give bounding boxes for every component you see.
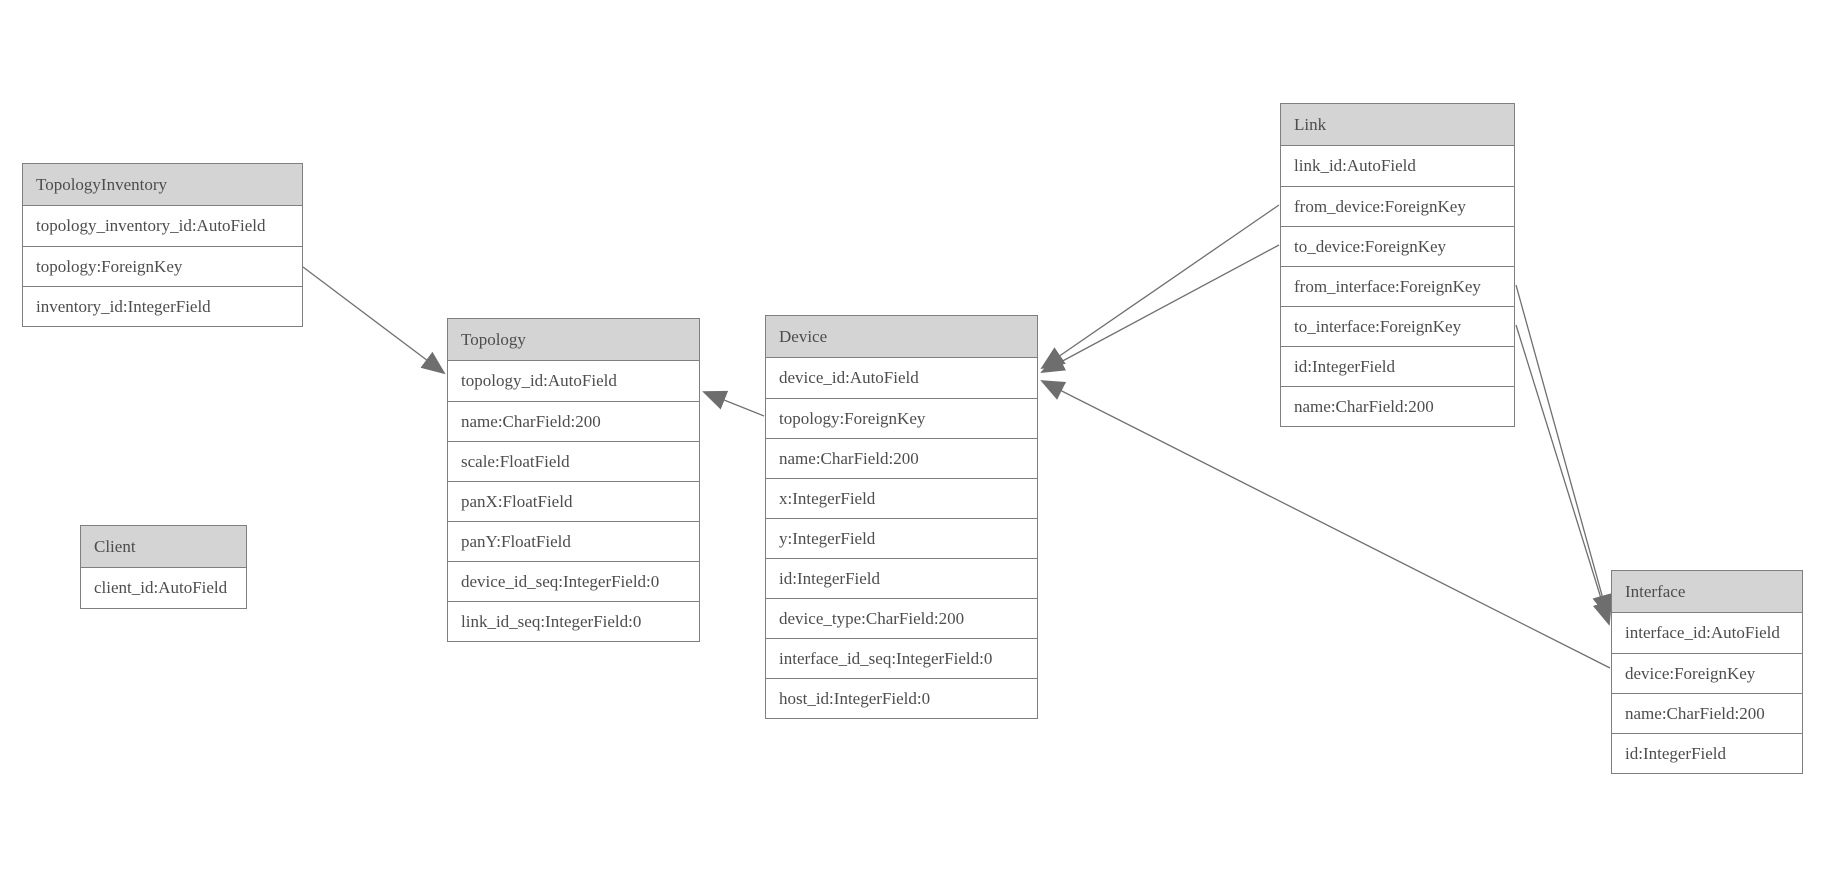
field-row: device_type:CharField:200: [766, 598, 1037, 638]
field-row: y:IntegerField: [766, 518, 1037, 558]
field-row: device_id:AutoField: [766, 358, 1037, 398]
entity-table-interface[interactable]: Interface interface_id:AutoField device:…: [1611, 570, 1803, 774]
field-row: host_id:IntegerField:0: [766, 678, 1037, 718]
field-row: name:CharField:200: [448, 401, 699, 441]
field-row: topology:ForeignKey: [766, 398, 1037, 438]
field-row: topology:ForeignKey: [23, 246, 302, 286]
field-row: x:IntegerField: [766, 478, 1037, 518]
field-row: interface_id:AutoField: [1612, 613, 1802, 653]
field-row: from_interface:ForeignKey: [1281, 266, 1514, 306]
table-title: TopologyInventory: [23, 164, 302, 206]
entity-table-topology[interactable]: Topology topology_id:AutoField name:Char…: [447, 318, 700, 642]
table-title: Topology: [448, 319, 699, 361]
field-row: link_id:AutoField: [1281, 146, 1514, 186]
field-row: from_device:ForeignKey: [1281, 186, 1514, 226]
edge-interface-device-to-device: [1040, 380, 1611, 669]
entity-table-client[interactable]: Client client_id:AutoField: [80, 525, 247, 609]
field-row: name:CharField:200: [1612, 693, 1802, 733]
field-row: id:IntegerField: [1281, 346, 1514, 386]
field-row: interface_id_seq:IntegerField:0: [766, 638, 1037, 678]
field-row: to_device:ForeignKey: [1281, 226, 1514, 266]
edge-link-tointerface-to-interface: [1515, 324, 1613, 626]
table-title: Interface: [1612, 571, 1802, 613]
edge-device-to-topology: [702, 390, 765, 417]
field-row: panX:FloatField: [448, 481, 699, 521]
field-row: to_interface:ForeignKey: [1281, 306, 1514, 346]
field-row: name:CharField:200: [1281, 386, 1514, 426]
edge-topologyinventory-to-topology: [302, 266, 446, 375]
field-row: client_id:AutoField: [81, 568, 246, 608]
field-row: link_id_seq:IntegerField:0: [448, 601, 699, 641]
field-row: device:ForeignKey: [1612, 653, 1802, 693]
table-title: Device: [766, 316, 1037, 358]
table-title: Link: [1281, 104, 1514, 146]
edge-link-fromdevice-to-device: [1040, 204, 1280, 370]
field-row: id:IntegerField: [766, 558, 1037, 598]
field-row: topology_inventory_id:AutoField: [23, 206, 302, 246]
table-title: Client: [81, 526, 246, 568]
field-row: id:IntegerField: [1612, 733, 1802, 773]
entity-table-link[interactable]: Link link_id:AutoField from_device:Forei…: [1280, 103, 1515, 427]
edge-link-todevice-to-device: [1040, 244, 1280, 373]
entity-table-topologyinventory[interactable]: TopologyInventory topology_inventory_id:…: [22, 163, 303, 327]
field-row: device_id_seq:IntegerField:0: [448, 561, 699, 601]
field-row: topology_id:AutoField: [448, 361, 699, 401]
field-row: inventory_id:IntegerField: [23, 286, 302, 326]
field-row: scale:FloatField: [448, 441, 699, 481]
field-row: panY:FloatField: [448, 521, 699, 561]
field-row: name:CharField:200: [766, 438, 1037, 478]
entity-table-device[interactable]: Device device_id:AutoField topology:Fore…: [765, 315, 1038, 719]
edge-link-frominterface-to-interface: [1515, 284, 1612, 619]
